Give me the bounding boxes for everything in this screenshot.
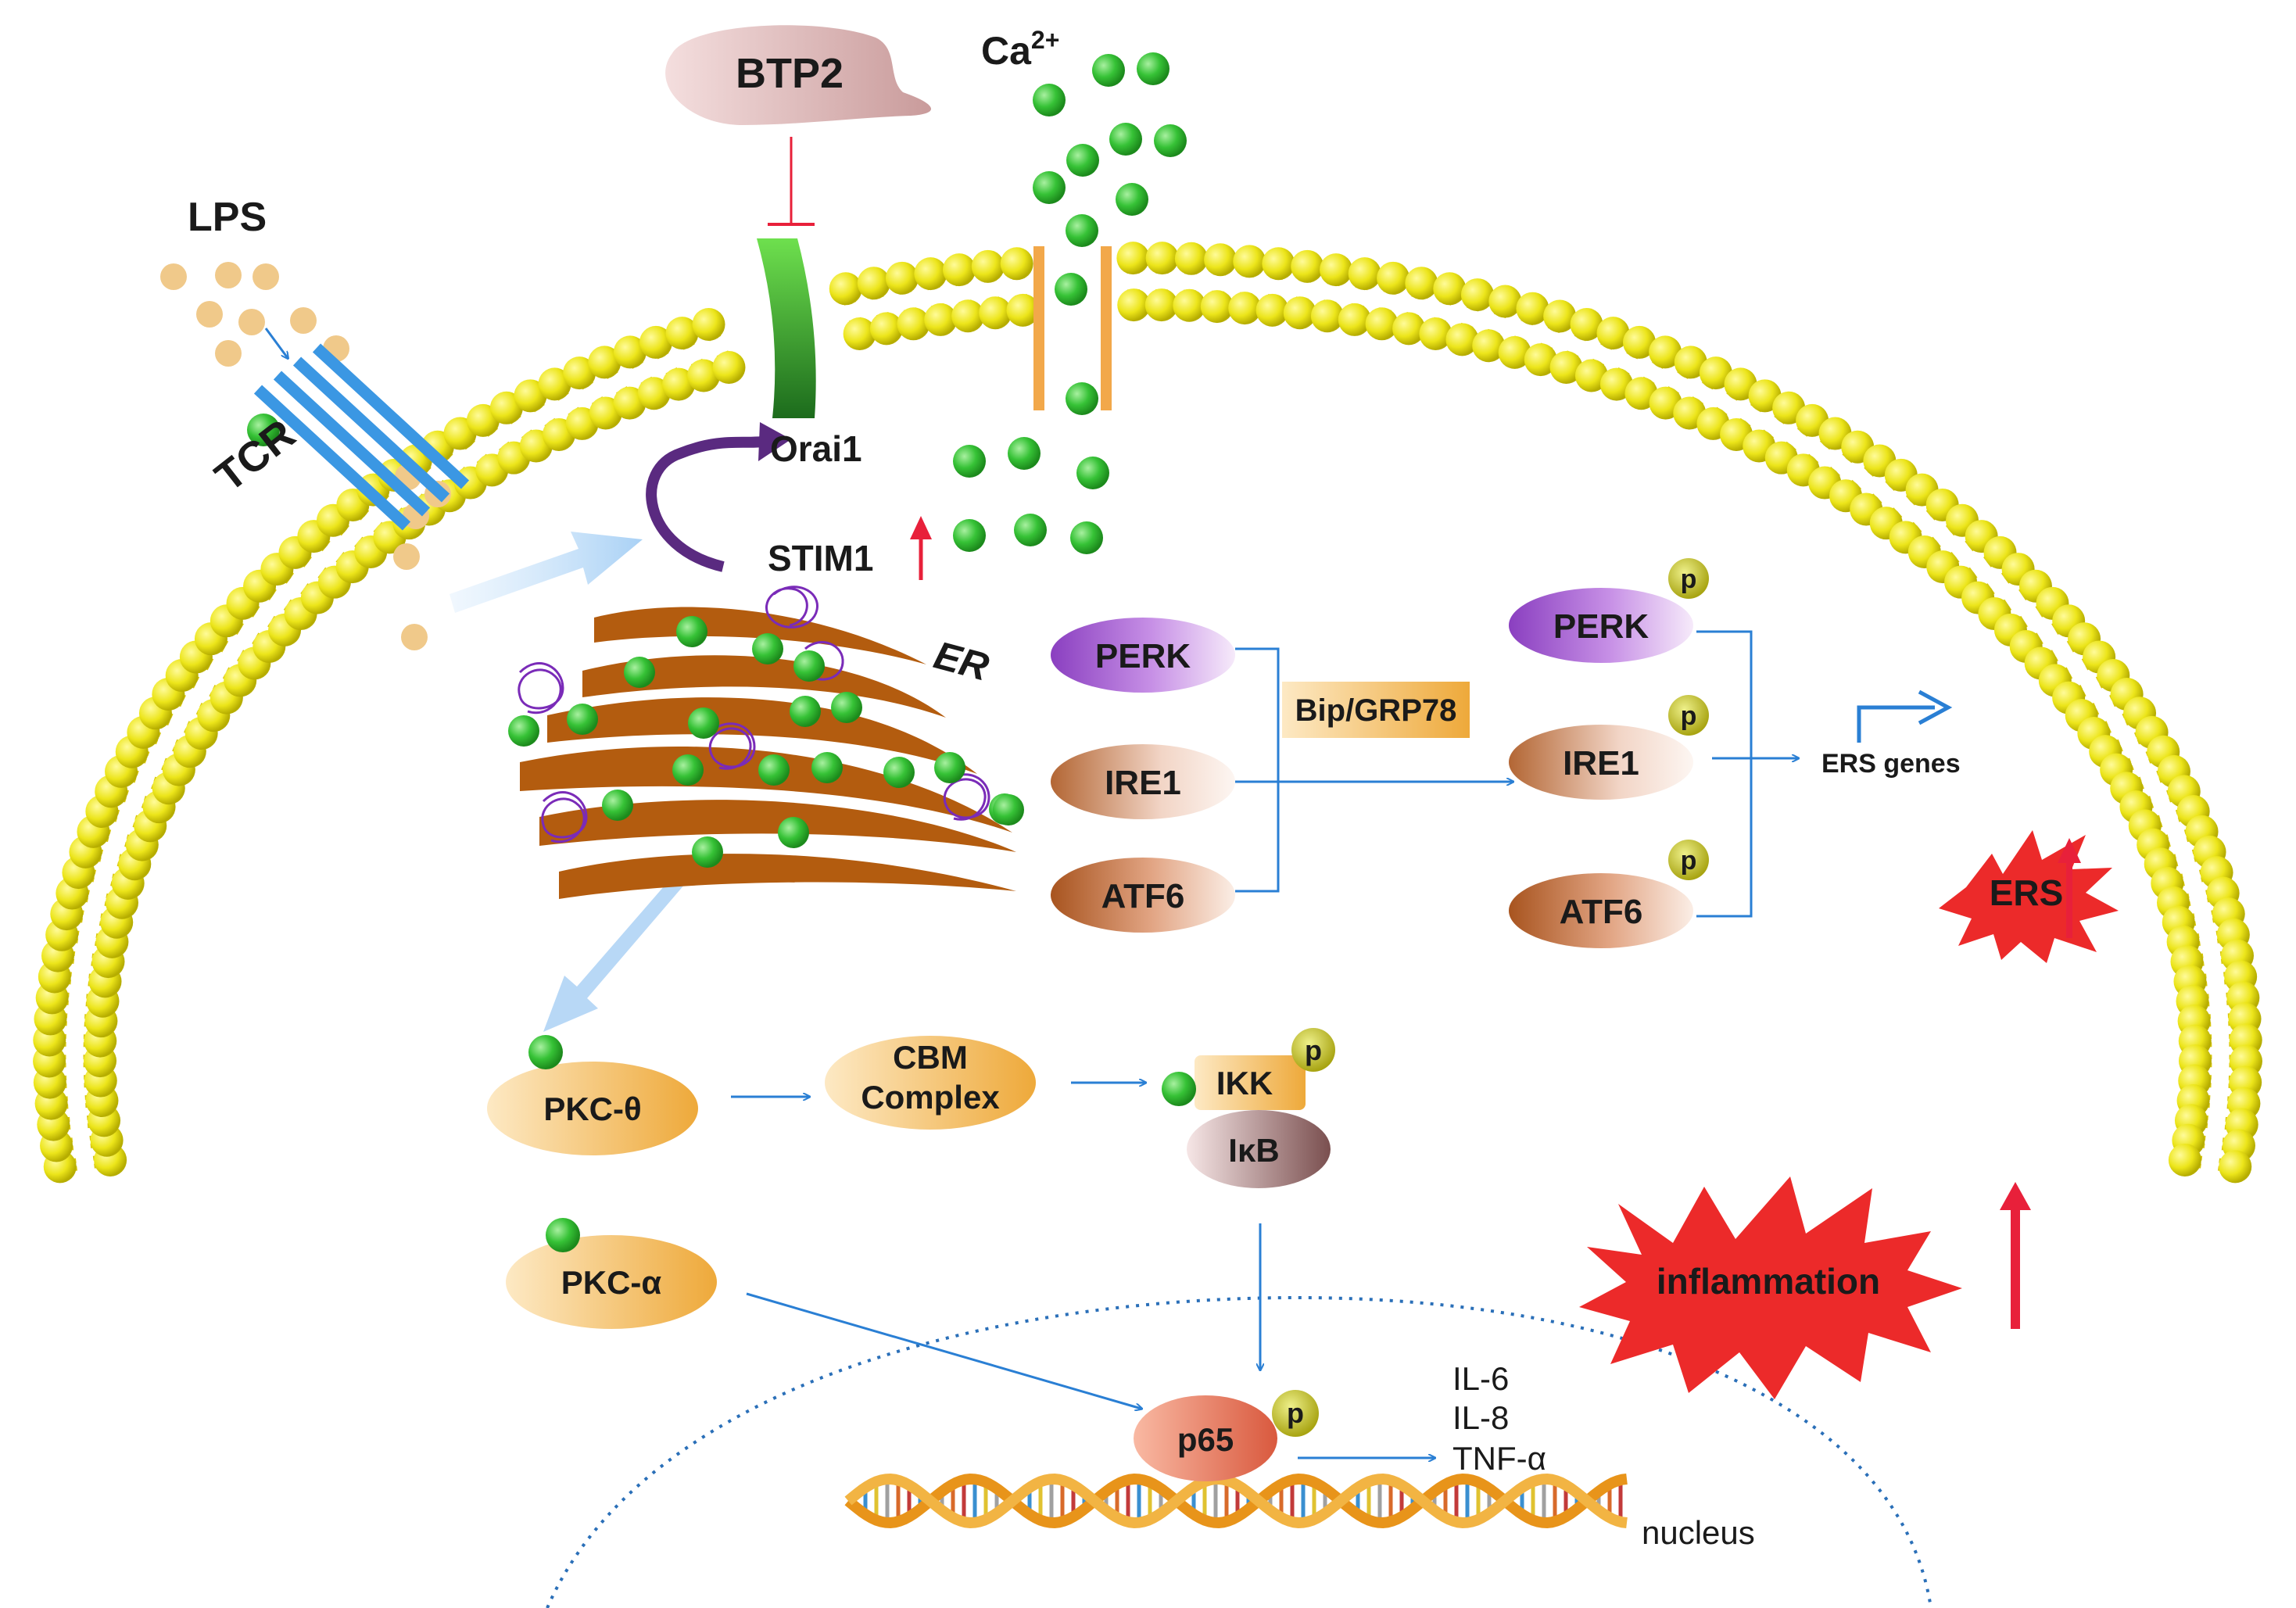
orai1-label: Orai1 bbox=[770, 428, 862, 469]
orai1-channel-icon bbox=[757, 238, 816, 418]
lps-label: LPS bbox=[188, 195, 267, 240]
ca-channel-left bbox=[1033, 246, 1044, 410]
il8-label: IL-8 bbox=[1452, 1399, 1509, 1436]
ire1-node: IRE1 bbox=[1051, 744, 1235, 819]
ers-up-arrowhead bbox=[2058, 838, 2081, 863]
signal-arrow-to-stim1 bbox=[450, 532, 643, 613]
ers-genes-label: ERS genes bbox=[1821, 749, 1961, 779]
er-calcium bbox=[508, 616, 1024, 868]
svg-text:ERS: ERS bbox=[1990, 872, 2064, 913]
svg-text:Complex: Complex bbox=[861, 1079, 1000, 1116]
svg-text:p65: p65 bbox=[1177, 1421, 1234, 1458]
pkc-alpha-to-p65-arrow bbox=[746, 1292, 1141, 1409]
svg-text:ATF6: ATF6 bbox=[1101, 877, 1185, 915]
svg-text:p: p bbox=[1681, 701, 1697, 731]
cbm-complex-node: CBM Complex bbox=[825, 1036, 1036, 1130]
svg-text:CBM: CBM bbox=[893, 1039, 968, 1076]
ca-label: Ca2+ bbox=[981, 26, 1059, 73]
dna-helix bbox=[844, 1473, 1628, 1529]
ers-burst-icon: ERS bbox=[1939, 830, 2119, 963]
cell-membrane bbox=[33, 242, 2262, 1184]
svg-text:PKC-α: PKC-α bbox=[561, 1264, 662, 1301]
atf6-phospho-node: ATF6 p bbox=[1509, 840, 1709, 948]
inflammation-burst-icon: inflammation bbox=[1579, 1176, 1962, 1399]
svg-text:ATF6: ATF6 bbox=[1560, 893, 1643, 931]
atf6-node: ATF6 bbox=[1051, 858, 1235, 933]
tcr-receptor-icon bbox=[247, 343, 470, 531]
nucleus-label: nucleus bbox=[1642, 1514, 1755, 1551]
ire1-phospho-node: IRE1 p bbox=[1509, 695, 1709, 800]
er-label: ER bbox=[930, 633, 994, 689]
svg-text:PKC-θ: PKC-θ bbox=[543, 1091, 641, 1127]
p65-node: p65 p bbox=[1134, 1390, 1319, 1481]
il6-label: IL-6 bbox=[1452, 1360, 1509, 1397]
svg-text:IKK: IKK bbox=[1216, 1065, 1273, 1101]
lps-particles bbox=[160, 262, 451, 650]
ers-gene-transcription-arrow-icon bbox=[1857, 705, 1935, 743]
svg-text:Bip/GRP78: Bip/GRP78 bbox=[1295, 693, 1457, 728]
svg-text:p: p bbox=[1681, 846, 1697, 876]
lps-arrow bbox=[264, 328, 288, 358]
inflammation-up-arrowhead bbox=[2000, 1182, 2031, 1210]
calcium-ions bbox=[953, 52, 1187, 554]
svg-text:IRE1: IRE1 bbox=[1563, 744, 1639, 783]
svg-text:PERK: PERK bbox=[1553, 607, 1649, 646]
svg-text:IRE1: IRE1 bbox=[1105, 764, 1181, 802]
btp2-inhibitor bbox=[665, 25, 932, 125]
pkc-alpha-node: PKC-α bbox=[506, 1218, 717, 1329]
perk-node: PERK bbox=[1051, 618, 1235, 693]
bip-grp78-box: Bip/GRP78 bbox=[1282, 682, 1470, 738]
svg-text:p: p bbox=[1681, 564, 1697, 594]
stim1-up-arrowhead bbox=[910, 516, 932, 539]
tnfa-label: TNF-α bbox=[1452, 1440, 1546, 1477]
btp2-label: BTP2 bbox=[736, 50, 844, 97]
svg-text:p: p bbox=[1287, 1397, 1304, 1429]
svg-text:PERK: PERK bbox=[1095, 637, 1191, 675]
svg-text:inflammation: inflammation bbox=[1657, 1261, 1880, 1302]
svg-text:IκB: IκB bbox=[1228, 1132, 1279, 1169]
ers-gene-arrowhead bbox=[1918, 689, 1953, 725]
pkc-theta-node: PKC-θ bbox=[487, 1035, 698, 1155]
stim1-activation-arrow bbox=[646, 422, 791, 572]
stim1-label: STIM1 bbox=[768, 538, 873, 578]
sensor-bracket bbox=[1235, 647, 1280, 893]
ikk-ikb-complex: IKK p IκB bbox=[1162, 1028, 1335, 1188]
phospho-bracket bbox=[1696, 630, 1753, 918]
ca-channel-right bbox=[1101, 246, 1112, 410]
svg-text:p: p bbox=[1305, 1034, 1322, 1066]
signal-arrow-to-pkc bbox=[543, 868, 690, 1032]
perk-phospho-node: PERK p bbox=[1509, 558, 1709, 663]
